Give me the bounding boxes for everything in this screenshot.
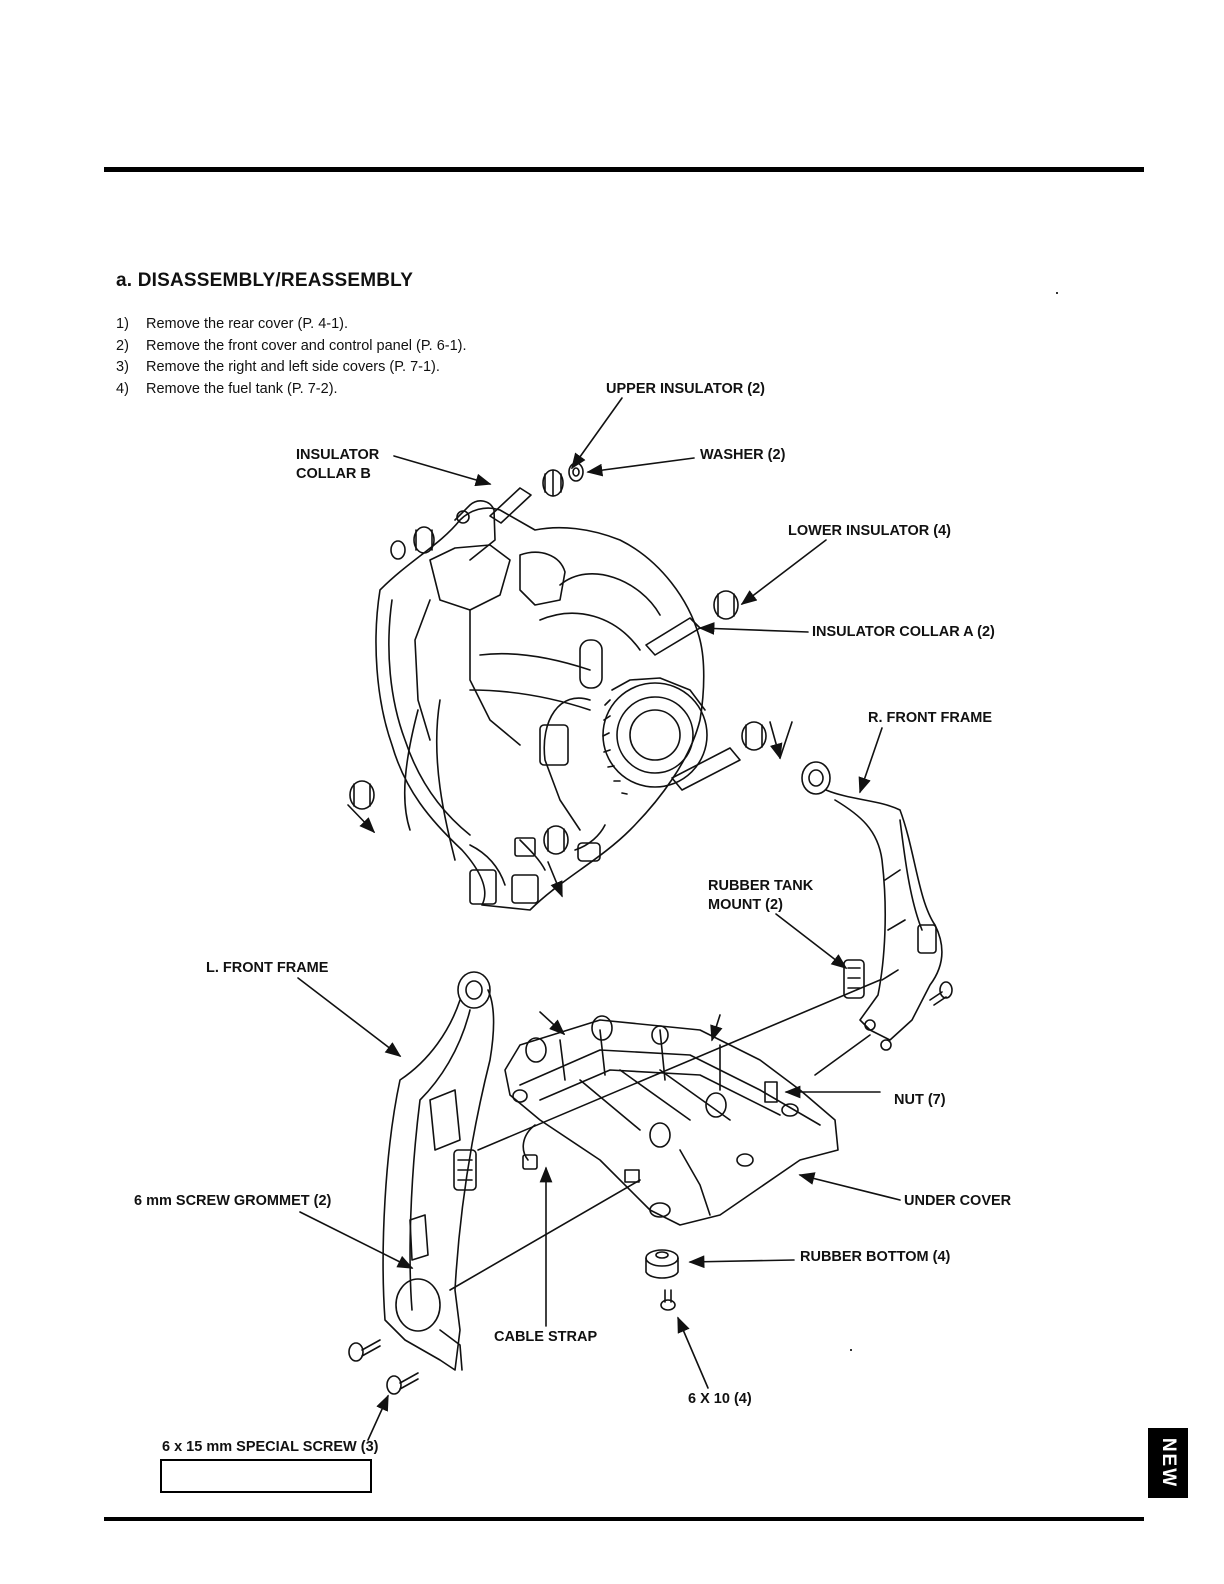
callout-special-screw: 6 x 15 mm SPECIAL SCREW (3) [162,1439,379,1455]
callout-r-front-frame: R. FRONT FRAME [868,710,993,726]
step-list: 1) Remove the rear cover (P. 4-1). 2) Remo… [116,314,467,400]
speck [850,1349,852,1351]
step-item: 3) Remove the right and left side covers … [116,357,467,379]
callout-upper-insulator: UPPER INSULATOR (2) [606,381,765,397]
callout-rubber-bottom: RUBBER BOTTOM (4) [800,1249,951,1265]
under-cover [504,1015,839,1311]
insulator-stack-lower [349,590,767,855]
step-number: 1) [116,316,129,332]
step-text: Remove the fuel tank (P. 7-2). [146,380,338,397]
callout-nut: NUT (7) [894,1092,946,1108]
step-text: Remove the rear cover (P. 4-1). [146,316,349,332]
revision-tab: NEW [1148,1428,1188,1498]
reference-box [160,1459,372,1493]
callout-lower-insulator: LOWER INSULATOR (4) [788,523,951,539]
callout-rubber-tank-mount-line2: MOUNT (2) [708,897,783,913]
right-front-frame [801,761,953,1051]
step-number: 4) [116,380,129,397]
callout-insulator-collar-b-line2: COLLAR B [296,466,371,482]
step-number: 2) [116,337,129,354]
callout-bolt-6x10: 6 X 10 (4) [688,1391,752,1407]
revision-tab-label: NEW [1158,1437,1180,1489]
callout-cable-strap: CABLE STRAP [494,1329,598,1345]
bottom-rule [104,1517,1144,1521]
callout-screw-grommet: 6 mm SCREW GROMMET (2) [134,1193,332,1209]
callout-l-front-frame: L. FRONT FRAME [206,960,329,976]
insulator-stack-top [390,462,584,560]
callout-under-cover: UNDER COVER [904,1193,1012,1209]
leader-lines [297,397,901,1441]
step-item: 2) Remove the front cover and control pan… [116,336,467,358]
top-rule [104,167,1144,172]
step-item: 1) Remove the rear cover (P. 4-1). [116,314,467,336]
speck [1056,292,1058,294]
step-text: Remove the right and left side covers (P… [146,359,440,375]
left-front-frame [348,971,495,1395]
step-text: Remove the front cover and control panel… [146,337,467,354]
step-item: 4) Remove the fuel tank (P. 7-2). [116,379,467,401]
callout-insulator-collar-b-line1: INSULATOR [296,447,380,463]
callout-insulator-collar-a: INSULATOR COLLAR A (2) [812,624,995,640]
callout-washer: WASHER (2) [700,447,786,463]
callout-rubber-tank-mount-line1: RUBBER TANK [708,878,814,894]
engine-assembly [375,500,708,911]
section-heading: a. DISASSEMBLY/REASSEMBLY [116,270,414,291]
step-number: 3) [116,359,129,375]
